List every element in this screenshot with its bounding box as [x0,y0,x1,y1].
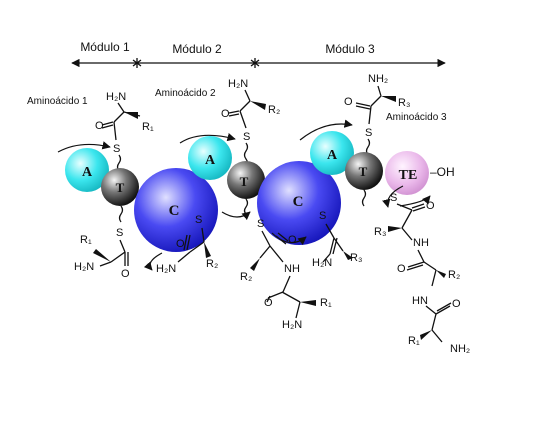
loading-arrow-1 [57,141,111,153]
adenylation-domain-1-label: A [82,165,93,180]
condensation-domain-1 [134,168,218,252]
adenylation-domain-1 [65,148,109,192]
svg-text:HN: HN [412,295,428,307]
svg-text:R₂: R₂ [240,271,252,283]
bound-aminoacid-3: S R₃ H₂N [312,189,367,269]
thioesterase-domain [385,151,429,195]
transfer-arrow-3 [271,232,307,246]
loading-arrow-3 [299,119,353,141]
transfer-arrow-1 [143,252,163,271]
svg-text:H₂N: H₂N [228,78,248,90]
svg-text:R₃: R₃ [374,226,386,238]
svg-text:O: O [221,108,230,120]
thiolation-domain-3-label: T [359,164,368,179]
svg-text:H₂N: H₂N [282,319,302,331]
svg-text:O: O [264,297,273,309]
svg-text:NH₂: NH₂ [368,73,388,85]
thioesterase-domain-label: TE [399,168,418,183]
aminoacid-3-label: Aminoácido 3 [386,112,447,123]
svg-text:O: O [452,298,461,310]
module-3-label: Módulo 3 [325,42,375,56]
module-1-label: Módulo 1 [80,40,130,54]
svg-text:S: S [243,131,250,143]
bound-dipeptide: S O R₂ NH O R₁ H₂N [240,218,332,331]
svg-text:O: O [397,263,406,275]
svg-text:S: S [257,218,264,230]
transfer-arrow-2 [221,211,251,221]
svg-text:O: O [176,238,185,250]
condensation-domain-1-label: C [169,203,180,219]
release-arrow-2 [399,195,431,207]
svg-text:R₁: R₁ [320,297,332,309]
adenylation-domain-3 [310,131,354,175]
svg-text:O: O [95,120,104,132]
thioesterase-oh: –OH [430,165,455,179]
release-arrow-1 [382,185,404,208]
svg-text:NH: NH [284,263,300,275]
thiolation-domain-1 [101,168,139,206]
condensation-domain-2-label: C [293,194,304,210]
condensation-domain-2 [257,161,341,245]
svg-text:R₁: R₁ [142,121,154,133]
svg-text:S: S [116,227,123,239]
adenylation-domain-2 [188,136,232,180]
incoming-aminoacid-2: H₂N R₂ O S [221,78,280,143]
incoming-aminoacid-3: NH₂ R₃ O S [344,73,410,139]
loading-arrow-2 [179,133,236,144]
svg-text:S: S [113,143,120,155]
svg-text:H₂N: H₂N [74,261,94,273]
svg-text:S: S [390,192,397,204]
svg-text:H₂N: H₂N [106,91,126,103]
svg-text:NH: NH [413,237,429,249]
bound-aminoacid-1: S O R₁ H₂N [74,205,130,280]
svg-text:O: O [288,234,297,246]
module-2-label: Módulo 2 [172,42,222,56]
svg-text:NH₂: NH₂ [450,343,470,355]
thiolation-domain-2 [227,161,265,199]
bound-tripeptide: S O R₃ NH O R₂ HN O R₁ NH₂ [374,192,470,355]
svg-text:R₁: R₁ [80,234,92,246]
svg-text:S: S [319,210,326,222]
svg-text:R₃: R₃ [398,97,410,109]
svg-text:O: O [344,96,353,108]
svg-text:R₂: R₂ [268,104,280,116]
svg-text:S: S [195,214,202,226]
aminoacid-1-label: Aminoácido 1 [27,96,88,107]
svg-text:H₂N: H₂N [156,263,176,275]
svg-text:R₁: R₁ [408,335,420,347]
svg-text:R₃: R₃ [350,252,362,264]
adenylation-domain-3-label: A [327,148,338,163]
svg-text:O: O [121,268,130,280]
adenylation-domain-2-label: A [205,153,216,168]
svg-text:H₂N: H₂N [312,257,332,269]
svg-text:R₂: R₂ [206,258,218,270]
svg-text:O: O [426,200,435,212]
bound-aminoacid-2: S O R₂ H₂N [156,198,249,275]
svg-text:S: S [365,127,372,139]
svg-text:R₂: R₂ [448,269,460,281]
thiolation-domain-2-label: T [240,174,249,189]
thiolation-domain-1-label: T [116,180,125,195]
aminoacid-2-label: Aminoácido 2 [155,88,216,99]
incoming-aminoacid-1: H₂N R₁ O S [95,91,154,155]
thiolation-domain-3 [345,152,383,190]
